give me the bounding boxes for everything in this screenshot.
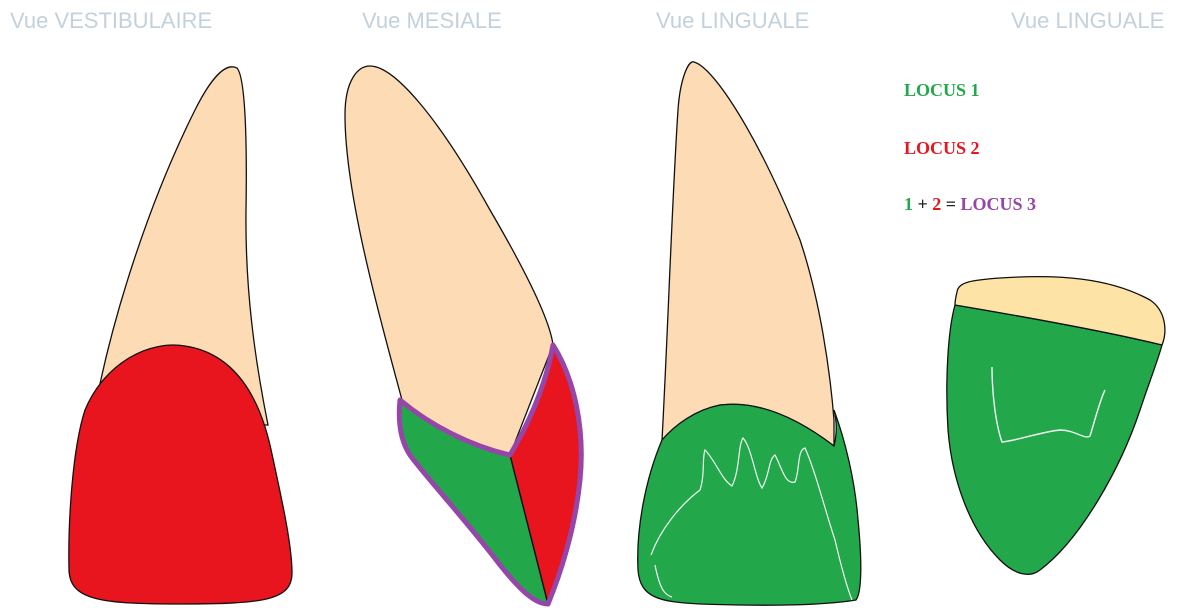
legend-locus2: LOCUS 2 — [904, 138, 980, 159]
legend-locus1: LOCUS 1 — [904, 80, 980, 101]
tooth-mesial — [345, 66, 581, 604]
legend-locus3-formula: 1 + 2 = LOCUS 3 — [904, 194, 1036, 215]
tooth-vestibular — [69, 67, 292, 604]
tooth-lingual — [638, 62, 861, 605]
legend-formula-two: 2 — [932, 194, 941, 214]
tooth-lingual-crown-detail — [947, 277, 1165, 575]
tooth-lingual-root — [662, 62, 834, 446]
legend-formula-plus: + — [913, 194, 932, 214]
legend-formula-one: 1 — [904, 194, 913, 214]
crown-detail-locus1 — [947, 305, 1162, 574]
tooth-mesial-root — [345, 66, 553, 455]
legend-formula-result: LOCUS 3 — [961, 194, 1037, 214]
legend-formula-equals: = — [941, 194, 960, 214]
